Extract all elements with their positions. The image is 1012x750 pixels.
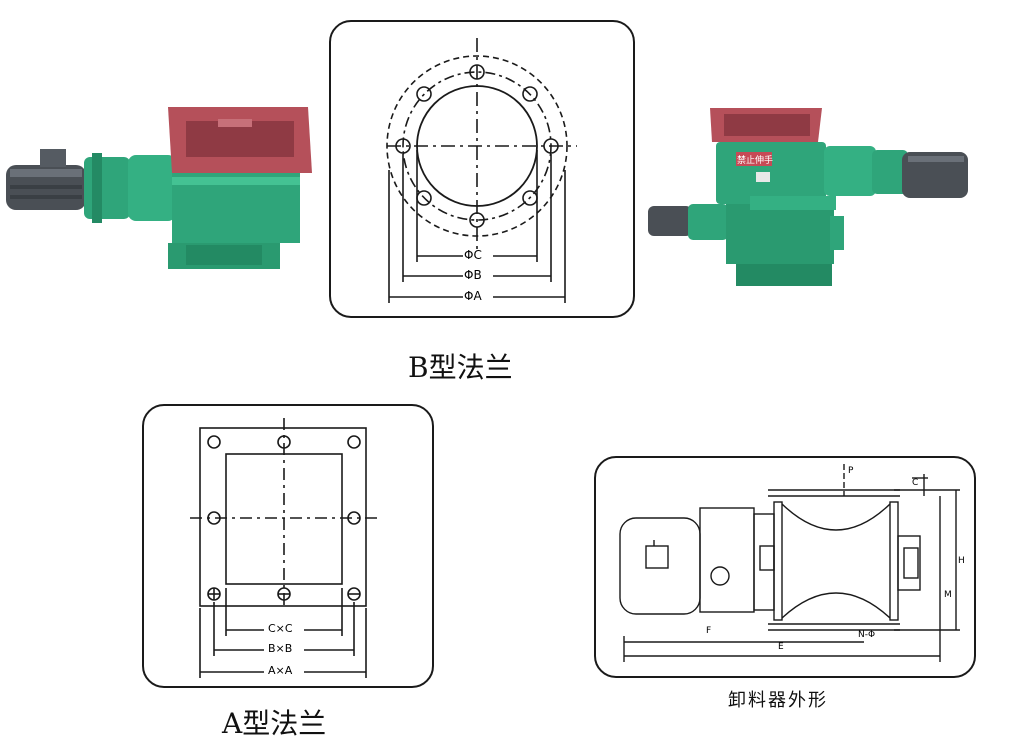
b-flange-dim-b: ΦB xyxy=(464,268,482,282)
valve-dim-c: C xyxy=(912,478,919,488)
valve-dim-m: M xyxy=(944,590,952,600)
valve-dim-h: H xyxy=(958,556,965,566)
a-flange-drawing xyxy=(190,418,378,678)
valve-dim-e: E xyxy=(778,642,784,652)
b-flange-dim-c: ΦC xyxy=(464,248,482,262)
rotary-valve-photo-right xyxy=(648,108,968,286)
a-flange-panel xyxy=(142,404,434,688)
a-flange-dim-c: C×C xyxy=(268,622,293,635)
a-flange-caption: A型法兰 xyxy=(222,707,327,740)
a-flange-dim-a: A×A xyxy=(268,664,293,677)
valve-outline-panel xyxy=(594,456,976,678)
b-flange-caption: B型法兰 xyxy=(408,351,513,384)
b-flange-dim-a: ΦA xyxy=(464,289,482,303)
b-flange-panel xyxy=(329,20,635,318)
valve-caption: 卸料器外形 xyxy=(728,690,828,711)
b-flange-drawing xyxy=(386,38,577,303)
valve-dim-p: P xyxy=(848,466,854,476)
rotary-valve-photo-left xyxy=(6,107,312,269)
valve-dim-f: F xyxy=(706,626,712,636)
valve-dim-n: N-Φ xyxy=(858,630,876,640)
valve-outline-drawing xyxy=(619,464,960,662)
a-flange-dim-b: B×B xyxy=(268,642,293,655)
warning-plate-text: 禁止伸手 xyxy=(737,156,774,166)
